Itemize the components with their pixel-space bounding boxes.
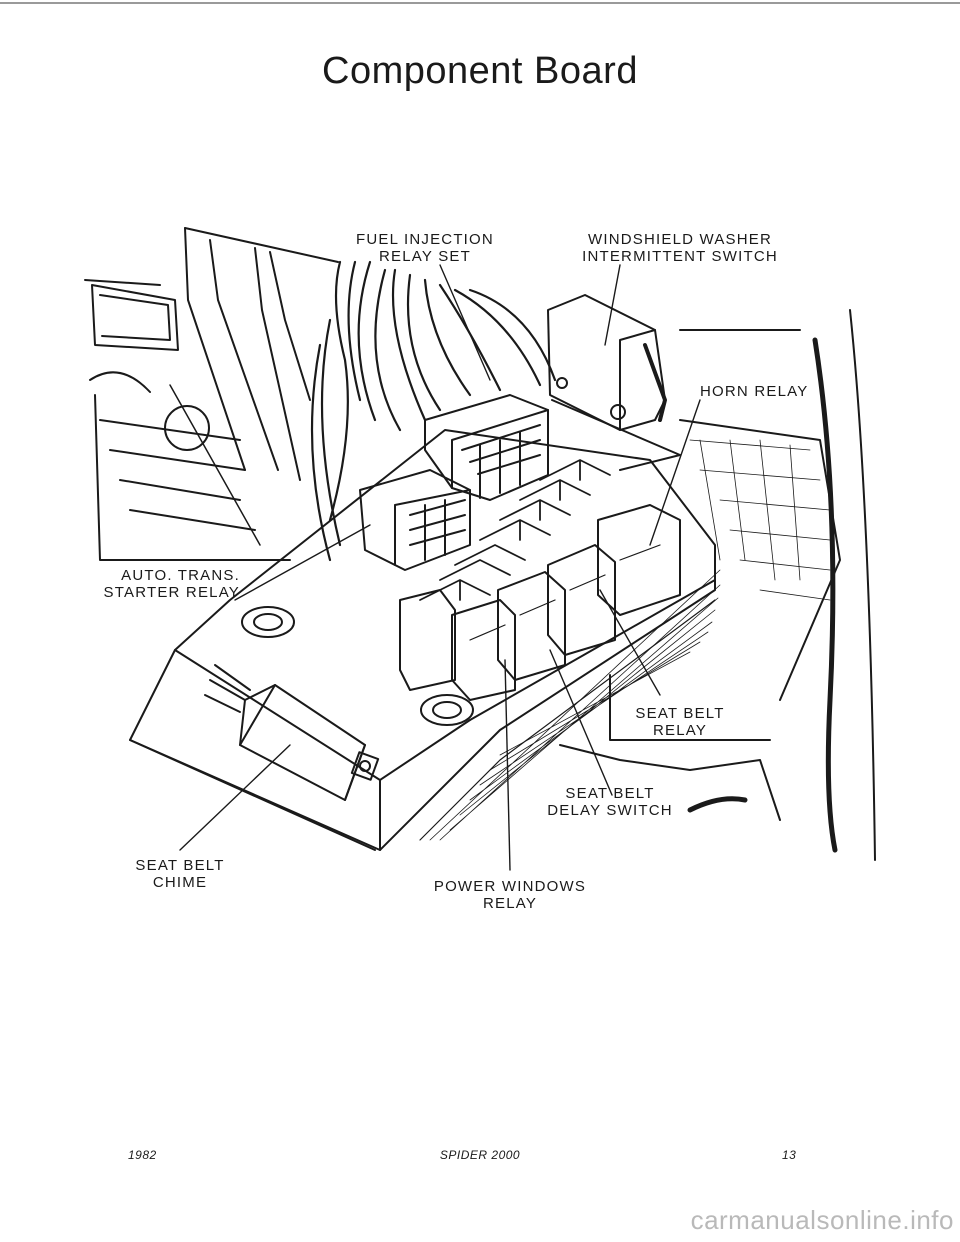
callout-line: RELAY — [652, 722, 708, 739]
watermark: carmanualsonline.info — [690, 1205, 954, 1235]
callout-line: SEAT BELT — [635, 705, 725, 722]
callout-line: POWER WINDOWS — [433, 878, 587, 895]
callout-line: STARTER RELAY — [103, 584, 240, 601]
dashboard-frame — [84, 227, 339, 561]
callout-seat-belt-chime: SEAT BELT CHIME — [115, 857, 245, 891]
washer-switch-box — [547, 294, 681, 471]
seat-belt-chime-box — [204, 664, 380, 801]
scan-top-rule — [0, 2, 960, 4]
footer-page-number: 13 — [782, 1148, 797, 1162]
floor-console — [559, 309, 876, 861]
callout-seat-belt-delay-switch: SEAT BELT DELAY SWITCH — [535, 785, 685, 819]
large-relays — [399, 504, 681, 701]
callout-washer-switch: WINDSHIELD WASHER INTERMITTENT SWITCH — [555, 231, 805, 265]
footer-model: SPIDER 2000 — [439, 1148, 521, 1162]
callout-line: SEAT BELT — [135, 857, 225, 874]
callout-line: WINDSHIELD WASHER — [587, 231, 773, 248]
component-board-base — [129, 429, 716, 851]
board-edge-shading — [429, 569, 721, 841]
callout-horn-relay: HORN RELAY — [700, 383, 809, 400]
page-title: Component Board — [322, 50, 638, 92]
callout-fuel-injection-relay-set: FUEL INJECTION RELAY SET — [330, 231, 520, 265]
callout-seat-belt-relay: SEAT BELT RELAY — [620, 705, 740, 739]
footer-year: 1982 — [128, 1148, 157, 1162]
leader-lines — [179, 264, 701, 871]
callout-line: INTERMITTENT SWITCH — [582, 248, 778, 265]
callout-line: RELAY SET — [379, 248, 471, 265]
wire-bundle — [310, 260, 557, 562]
relay-row-back — [419, 459, 611, 601]
callout-line: AUTO. TRANS. — [121, 567, 240, 584]
callout-line: FUEL INJECTION — [356, 231, 494, 248]
callout-power-windows-relay: POWER WINDOWS RELAY — [415, 878, 605, 912]
callout-line: RELAY — [482, 895, 538, 912]
callout-line: DELAY SWITCH — [547, 802, 673, 819]
callout-auto-trans-starter-relay: AUTO. TRANS. STARTER RELAY — [70, 567, 240, 601]
fuel-injection-relay-blocks — [359, 394, 549, 571]
callout-line: CHIME — [152, 874, 208, 891]
callout-line: SEAT BELT — [565, 785, 655, 802]
